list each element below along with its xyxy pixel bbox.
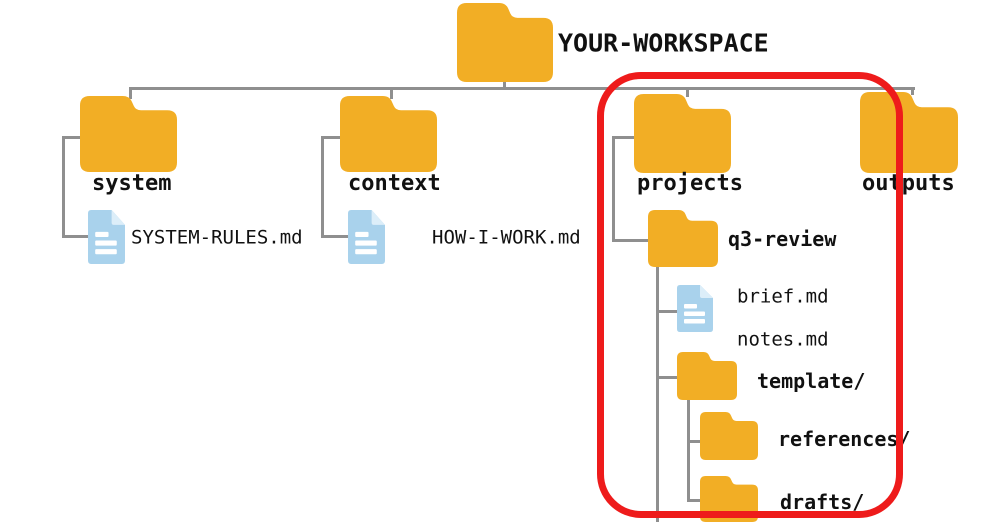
folder-icon xyxy=(457,3,553,82)
folder-projects xyxy=(634,94,731,173)
folder-icon xyxy=(700,476,758,522)
label-notes: notes.md xyxy=(737,328,829,351)
label-context-file: HOW-I-WORK.md xyxy=(432,226,581,249)
label-q3-review: q3-review xyxy=(728,227,837,251)
folder-q3-review xyxy=(648,210,718,267)
label-brief: brief.md xyxy=(737,285,829,308)
folder-icon xyxy=(80,96,177,172)
connector-top-bar xyxy=(129,87,915,90)
folder-icon xyxy=(860,92,958,173)
folder-root xyxy=(457,3,553,82)
folder-template xyxy=(677,352,737,400)
connector-q3-files xyxy=(656,310,680,313)
label-drafts: drafts/ xyxy=(780,490,865,514)
folder-references xyxy=(700,412,758,460)
document-icon xyxy=(677,285,713,332)
folder-icon xyxy=(648,210,718,267)
connector-template-drafts xyxy=(687,499,703,502)
connector-q3-template xyxy=(656,376,680,379)
document-icon-q3-files xyxy=(677,285,713,332)
folder-icon xyxy=(634,94,731,173)
document-icon-how-i-work xyxy=(348,210,385,264)
label-template: template/ xyxy=(757,369,866,393)
folder-outputs xyxy=(860,92,958,173)
folder-icon xyxy=(340,96,437,172)
connector-template-stem xyxy=(687,399,690,502)
label-system-file: SYSTEM-RULES.md xyxy=(131,226,303,249)
document-icon-system-rules xyxy=(88,210,125,264)
root-label: YOUR-WORKSPACE xyxy=(558,28,769,58)
folder-drafts xyxy=(700,476,758,522)
connector-template-references xyxy=(687,440,703,443)
connector-q3-stem xyxy=(656,266,659,522)
label-projects: projects xyxy=(637,171,743,196)
folder-system xyxy=(80,96,177,172)
label-references: references/ xyxy=(778,427,911,451)
connector-context-file xyxy=(321,235,351,238)
connector-drop-system xyxy=(129,87,132,99)
folder-icon xyxy=(700,412,758,460)
connector-context-out xyxy=(321,136,343,139)
document-icon xyxy=(348,210,385,264)
connector-context-down xyxy=(321,136,324,238)
connector-projects-out xyxy=(612,136,637,139)
label-context: context xyxy=(348,171,441,196)
connector-drop-context xyxy=(390,87,393,99)
connector-projects-down xyxy=(612,136,615,242)
document-icon xyxy=(88,210,125,264)
connector-system-file xyxy=(62,235,92,238)
connector-system-down xyxy=(62,136,65,238)
connector-system-out xyxy=(62,136,84,139)
label-outputs: outputs xyxy=(862,171,955,196)
connector-root-stem xyxy=(503,80,506,90)
connector-projects-q3 xyxy=(612,239,650,242)
label-system: system xyxy=(92,171,172,196)
connector-drop-projects xyxy=(686,87,689,97)
folder-context xyxy=(340,96,437,172)
connector-drop-outputs xyxy=(911,87,914,95)
folder-icon xyxy=(677,352,737,400)
